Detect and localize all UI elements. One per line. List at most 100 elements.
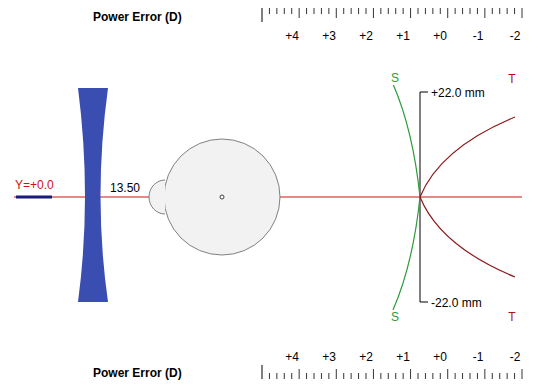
ruler-tick bbox=[470, 8, 471, 14]
ruler-tick bbox=[358, 373, 359, 379]
ruler-tick bbox=[484, 369, 485, 379]
ruler-tick bbox=[514, 373, 515, 379]
tangential-curve bbox=[420, 117, 515, 197]
ruler-tick bbox=[328, 373, 329, 379]
ruler-tick bbox=[388, 8, 389, 14]
ruler-tick bbox=[447, 8, 448, 18]
ruler-tick bbox=[380, 373, 381, 379]
field-limit: +22.0 mm bbox=[431, 86, 485, 100]
axis-tick bbox=[420, 92, 428, 93]
ruler-tick bbox=[455, 8, 456, 14]
ruler-tick bbox=[522, 8, 523, 18]
curve-label: S bbox=[391, 71, 399, 85]
ruler-tick bbox=[432, 8, 433, 14]
ruler-tick bbox=[418, 373, 419, 379]
eye-globe bbox=[164, 139, 280, 255]
ruler-tick bbox=[284, 8, 285, 14]
ruler-tick bbox=[462, 373, 463, 379]
ruler-tick bbox=[499, 373, 500, 379]
tick-number: -1 bbox=[473, 29, 484, 43]
ruler-tick bbox=[484, 8, 485, 18]
ruler-tick bbox=[351, 373, 352, 379]
ruler-tick bbox=[321, 8, 322, 14]
ruler-tick bbox=[499, 8, 500, 14]
concave-lens bbox=[78, 88, 108, 302]
field-limit: -22.0 mm bbox=[431, 296, 482, 310]
tick-number: +1 bbox=[396, 29, 410, 43]
tick-number: -1 bbox=[473, 350, 484, 364]
tangential-curve bbox=[420, 197, 515, 277]
curve-label: T bbox=[508, 72, 515, 86]
ruler-edge bbox=[262, 365, 263, 379]
ruler-tick bbox=[522, 369, 523, 379]
ruler-tick bbox=[410, 8, 411, 18]
ruler-tick bbox=[373, 369, 374, 379]
ruler-tick bbox=[366, 373, 367, 379]
eye-center bbox=[220, 195, 224, 199]
vertex-distance: 13.50 bbox=[110, 181, 140, 195]
tick-number: +0 bbox=[433, 29, 447, 43]
ruler-tick bbox=[440, 373, 441, 379]
ruler-tick bbox=[306, 373, 307, 379]
sagittal-curve bbox=[393, 197, 420, 310]
ruler-tick bbox=[477, 8, 478, 14]
axis-title: Power Error (D) bbox=[93, 10, 182, 24]
tick-number: +1 bbox=[396, 350, 410, 364]
ruler-tick bbox=[440, 8, 441, 14]
ruler-tick bbox=[418, 8, 419, 14]
ruler-tick bbox=[358, 8, 359, 14]
ruler-tick bbox=[351, 8, 352, 14]
tick-number: +3 bbox=[322, 350, 336, 364]
ruler-tick bbox=[299, 8, 300, 18]
ruler-tick bbox=[366, 8, 367, 14]
ruler-tick bbox=[380, 8, 381, 14]
sagittal-curve bbox=[393, 84, 420, 197]
axis-title: Power Error (D) bbox=[93, 366, 182, 380]
ruler-tick bbox=[343, 8, 344, 14]
ruler-tick bbox=[291, 8, 292, 14]
ruler-tick bbox=[432, 373, 433, 379]
curve-label: S bbox=[391, 310, 399, 324]
ruler-tick bbox=[492, 8, 493, 14]
axis-tick bbox=[420, 302, 428, 303]
tick-number: -2 bbox=[510, 29, 521, 43]
ruler-tick bbox=[299, 369, 300, 379]
height-label: Y=+0.0 bbox=[15, 178, 54, 192]
ruler-tick bbox=[403, 373, 404, 379]
ruler-tick bbox=[455, 373, 456, 379]
ruler-tick bbox=[306, 8, 307, 14]
tick-number: -2 bbox=[510, 350, 521, 364]
ruler-tick bbox=[276, 373, 277, 379]
ruler-tick bbox=[269, 8, 270, 14]
ruler-tick bbox=[276, 8, 277, 14]
ruler-tick bbox=[492, 373, 493, 379]
ruler-tick bbox=[314, 373, 315, 379]
ruler-tick bbox=[314, 8, 315, 14]
ruler-tick bbox=[410, 369, 411, 379]
tick-number: +2 bbox=[359, 350, 373, 364]
ruler-tick bbox=[425, 8, 426, 14]
ruler-tick bbox=[269, 373, 270, 379]
ruler-tick bbox=[477, 373, 478, 379]
height-marker bbox=[16, 196, 52, 199]
ruler-tick bbox=[373, 8, 374, 18]
ruler-tick bbox=[447, 369, 448, 379]
ruler-tick bbox=[403, 8, 404, 14]
tick-number: +4 bbox=[285, 350, 299, 364]
cornea bbox=[149, 180, 165, 214]
ruler-tick bbox=[507, 373, 508, 379]
tick-number: +4 bbox=[285, 29, 299, 43]
tick-number: +3 bbox=[322, 29, 336, 43]
ruler-tick bbox=[514, 8, 515, 14]
diopter-ruler bbox=[262, 8, 522, 379]
ruler-tick bbox=[395, 373, 396, 379]
tick-number: +2 bbox=[359, 29, 373, 43]
ruler-tick bbox=[388, 373, 389, 379]
ruler-edge bbox=[262, 8, 263, 22]
curve-label: T bbox=[508, 310, 515, 324]
ruler-tick bbox=[343, 373, 344, 379]
ruler-tick bbox=[284, 373, 285, 379]
ruler-tick bbox=[336, 8, 337, 18]
ruler-tick bbox=[291, 373, 292, 379]
